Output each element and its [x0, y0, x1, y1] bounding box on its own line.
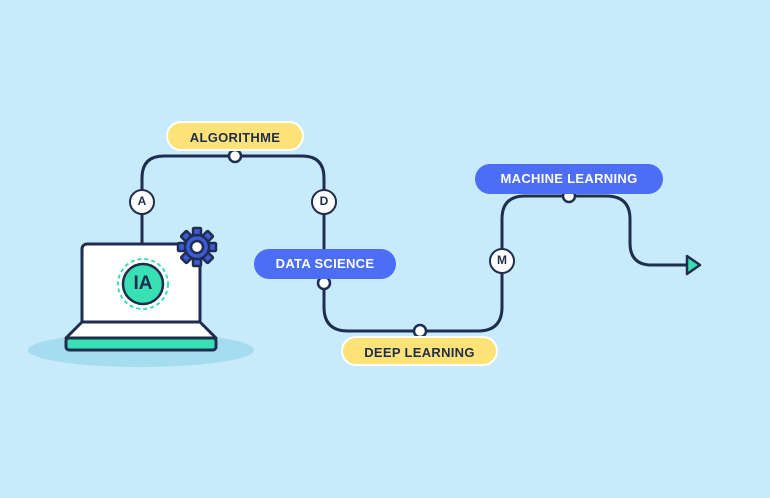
label-algorithme: ALGORITHME [166, 121, 304, 151]
process-path [140, 154, 690, 333]
label-data-science: DATA SCIENCE [254, 249, 396, 279]
laptop-icon [64, 242, 218, 352]
badge-d: D [311, 189, 337, 215]
label-deep-learning: DEEP LEARNING [341, 336, 498, 366]
badge-m: M [489, 248, 515, 274]
label-machine-learning: MACHINE LEARNING [475, 164, 663, 194]
ia-label: IA [133, 273, 153, 294]
badge-a: A [129, 189, 155, 215]
gear-icon [176, 226, 218, 268]
play-arrow-icon [685, 254, 702, 276]
